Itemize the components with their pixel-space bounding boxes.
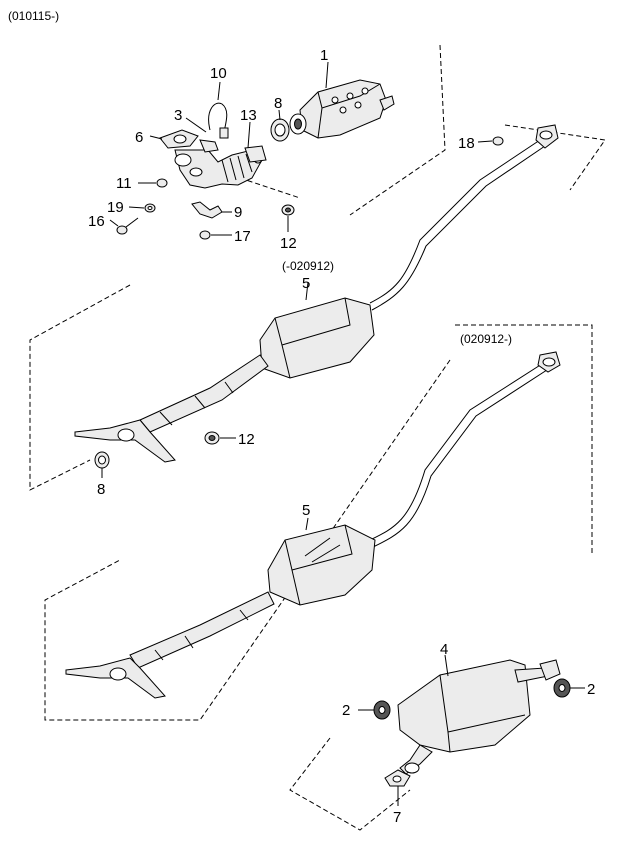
bracket-9	[191, 201, 223, 219]
callout-17: 17	[234, 228, 251, 245]
gasket-7	[384, 769, 411, 787]
callout-2-right: 2	[587, 681, 595, 698]
callout-4: 4	[440, 641, 448, 658]
callout-8-mid: 8	[97, 481, 105, 498]
nut-12-top	[281, 204, 295, 216]
washer-19	[144, 203, 156, 213]
callout-5-lower: 5	[302, 502, 310, 519]
lower-exhaust-pipe	[65, 351, 561, 699]
callout-3: 3	[174, 107, 182, 124]
rubber-hanger-2-right	[553, 678, 571, 698]
muffler-group-boundary	[289, 737, 411, 831]
gasket-8-top	[270, 118, 290, 142]
callout-16: 16	[88, 213, 105, 230]
nut-17	[199, 230, 211, 240]
gasket-6	[159, 129, 199, 149]
callout-13: 13	[240, 107, 257, 124]
rubber-hanger-2-left	[373, 700, 391, 720]
callout-9: 9	[234, 204, 242, 221]
upper-exhaust-pipe	[74, 124, 559, 463]
lower-assembly-date-note: (020912-)	[460, 332, 512, 346]
callout-7: 7	[393, 809, 401, 826]
callout-18: 18	[458, 135, 475, 152]
front-pipe-group-boundary	[29, 284, 131, 491]
lower-assembly-boundary-left	[44, 359, 451, 721]
bolt-16	[116, 217, 139, 235]
callout-8-top: 8	[274, 95, 282, 112]
nut-12-mid	[204, 431, 220, 445]
nut-11	[156, 178, 168, 188]
catalytic-converter	[289, 79, 395, 139]
callout-5-upper: 5	[302, 275, 310, 292]
lower-assembly-boundary	[455, 324, 593, 555]
callout-6: 6	[135, 129, 143, 146]
callout-1: 1	[320, 47, 328, 64]
rear-muffler	[397, 659, 561, 775]
top-date-note: (010115-)	[8, 9, 59, 23]
callout-12-top: 12	[280, 235, 297, 252]
oxygen-sensor-10	[208, 102, 229, 139]
manifold-group-boundary	[349, 44, 446, 216]
callout-11: 11	[116, 175, 132, 192]
callout-19: 19	[107, 199, 124, 216]
upper-assembly-date-note: (-020912)	[282, 259, 334, 273]
callout-10: 10	[210, 65, 227, 82]
gasket-8-mid	[94, 451, 110, 469]
manifold-group-boundary-lower	[239, 177, 301, 199]
callout-12-mid: 12	[238, 431, 255, 448]
callout-2-left: 2	[342, 702, 350, 719]
exhaust-manifold	[174, 139, 267, 189]
gasket-18	[492, 136, 504, 146]
